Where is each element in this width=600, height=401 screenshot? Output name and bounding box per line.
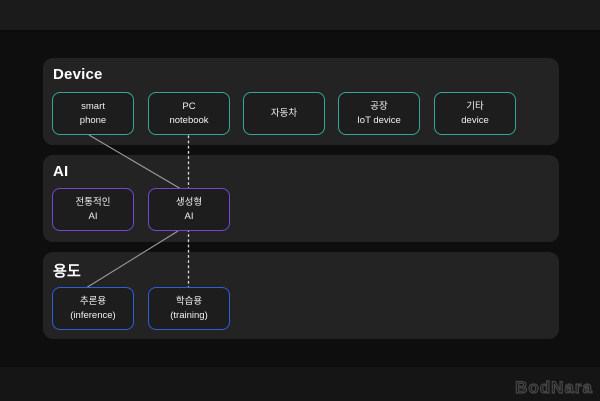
- node-label: (inference): [70, 309, 116, 321]
- node-label: smart: [81, 101, 105, 113]
- node-factory-iot-device: 공장 IoT device: [338, 92, 420, 135]
- bottom-band: BodNara: [0, 366, 600, 401]
- node-label: IoT device: [357, 114, 401, 126]
- node-label: 생성형: [175, 197, 203, 209]
- node-label: 전통적인: [75, 197, 111, 209]
- node-label: 기타: [466, 101, 484, 113]
- node-pc-notebook: PC notebook: [148, 92, 230, 135]
- node-label: (training): [170, 309, 208, 321]
- node-training: 학습용 (training): [148, 287, 230, 330]
- section-usage-title: 용도: [53, 263, 82, 280]
- node-smart-phone: smart phone: [52, 92, 134, 135]
- node-generative-ai: 생성형 AI: [148, 188, 230, 231]
- node-inference: 추론용 (inference): [52, 287, 134, 330]
- section-device-title: Device: [53, 66, 103, 83]
- node-other-device: 기타 device: [434, 92, 516, 135]
- top-band: [0, 0, 600, 31]
- node-label: 공장: [370, 101, 388, 113]
- node-label: notebook: [169, 114, 209, 126]
- bodnara-watermark: BodNara: [515, 377, 593, 397]
- node-label: AI: [88, 210, 98, 222]
- node-label: 추론용: [79, 296, 107, 308]
- node-traditional-ai: 전통적인 AI: [52, 188, 134, 231]
- node-car: 자동차: [243, 92, 325, 135]
- node-label: phone: [79, 114, 107, 126]
- section-ai-title: AI: [53, 163, 69, 180]
- node-label: AI: [184, 210, 194, 222]
- node-label: 학습용: [175, 296, 203, 308]
- node-label: device: [461, 114, 489, 126]
- node-label: 자동차: [270, 107, 298, 119]
- node-label: PC: [182, 101, 196, 113]
